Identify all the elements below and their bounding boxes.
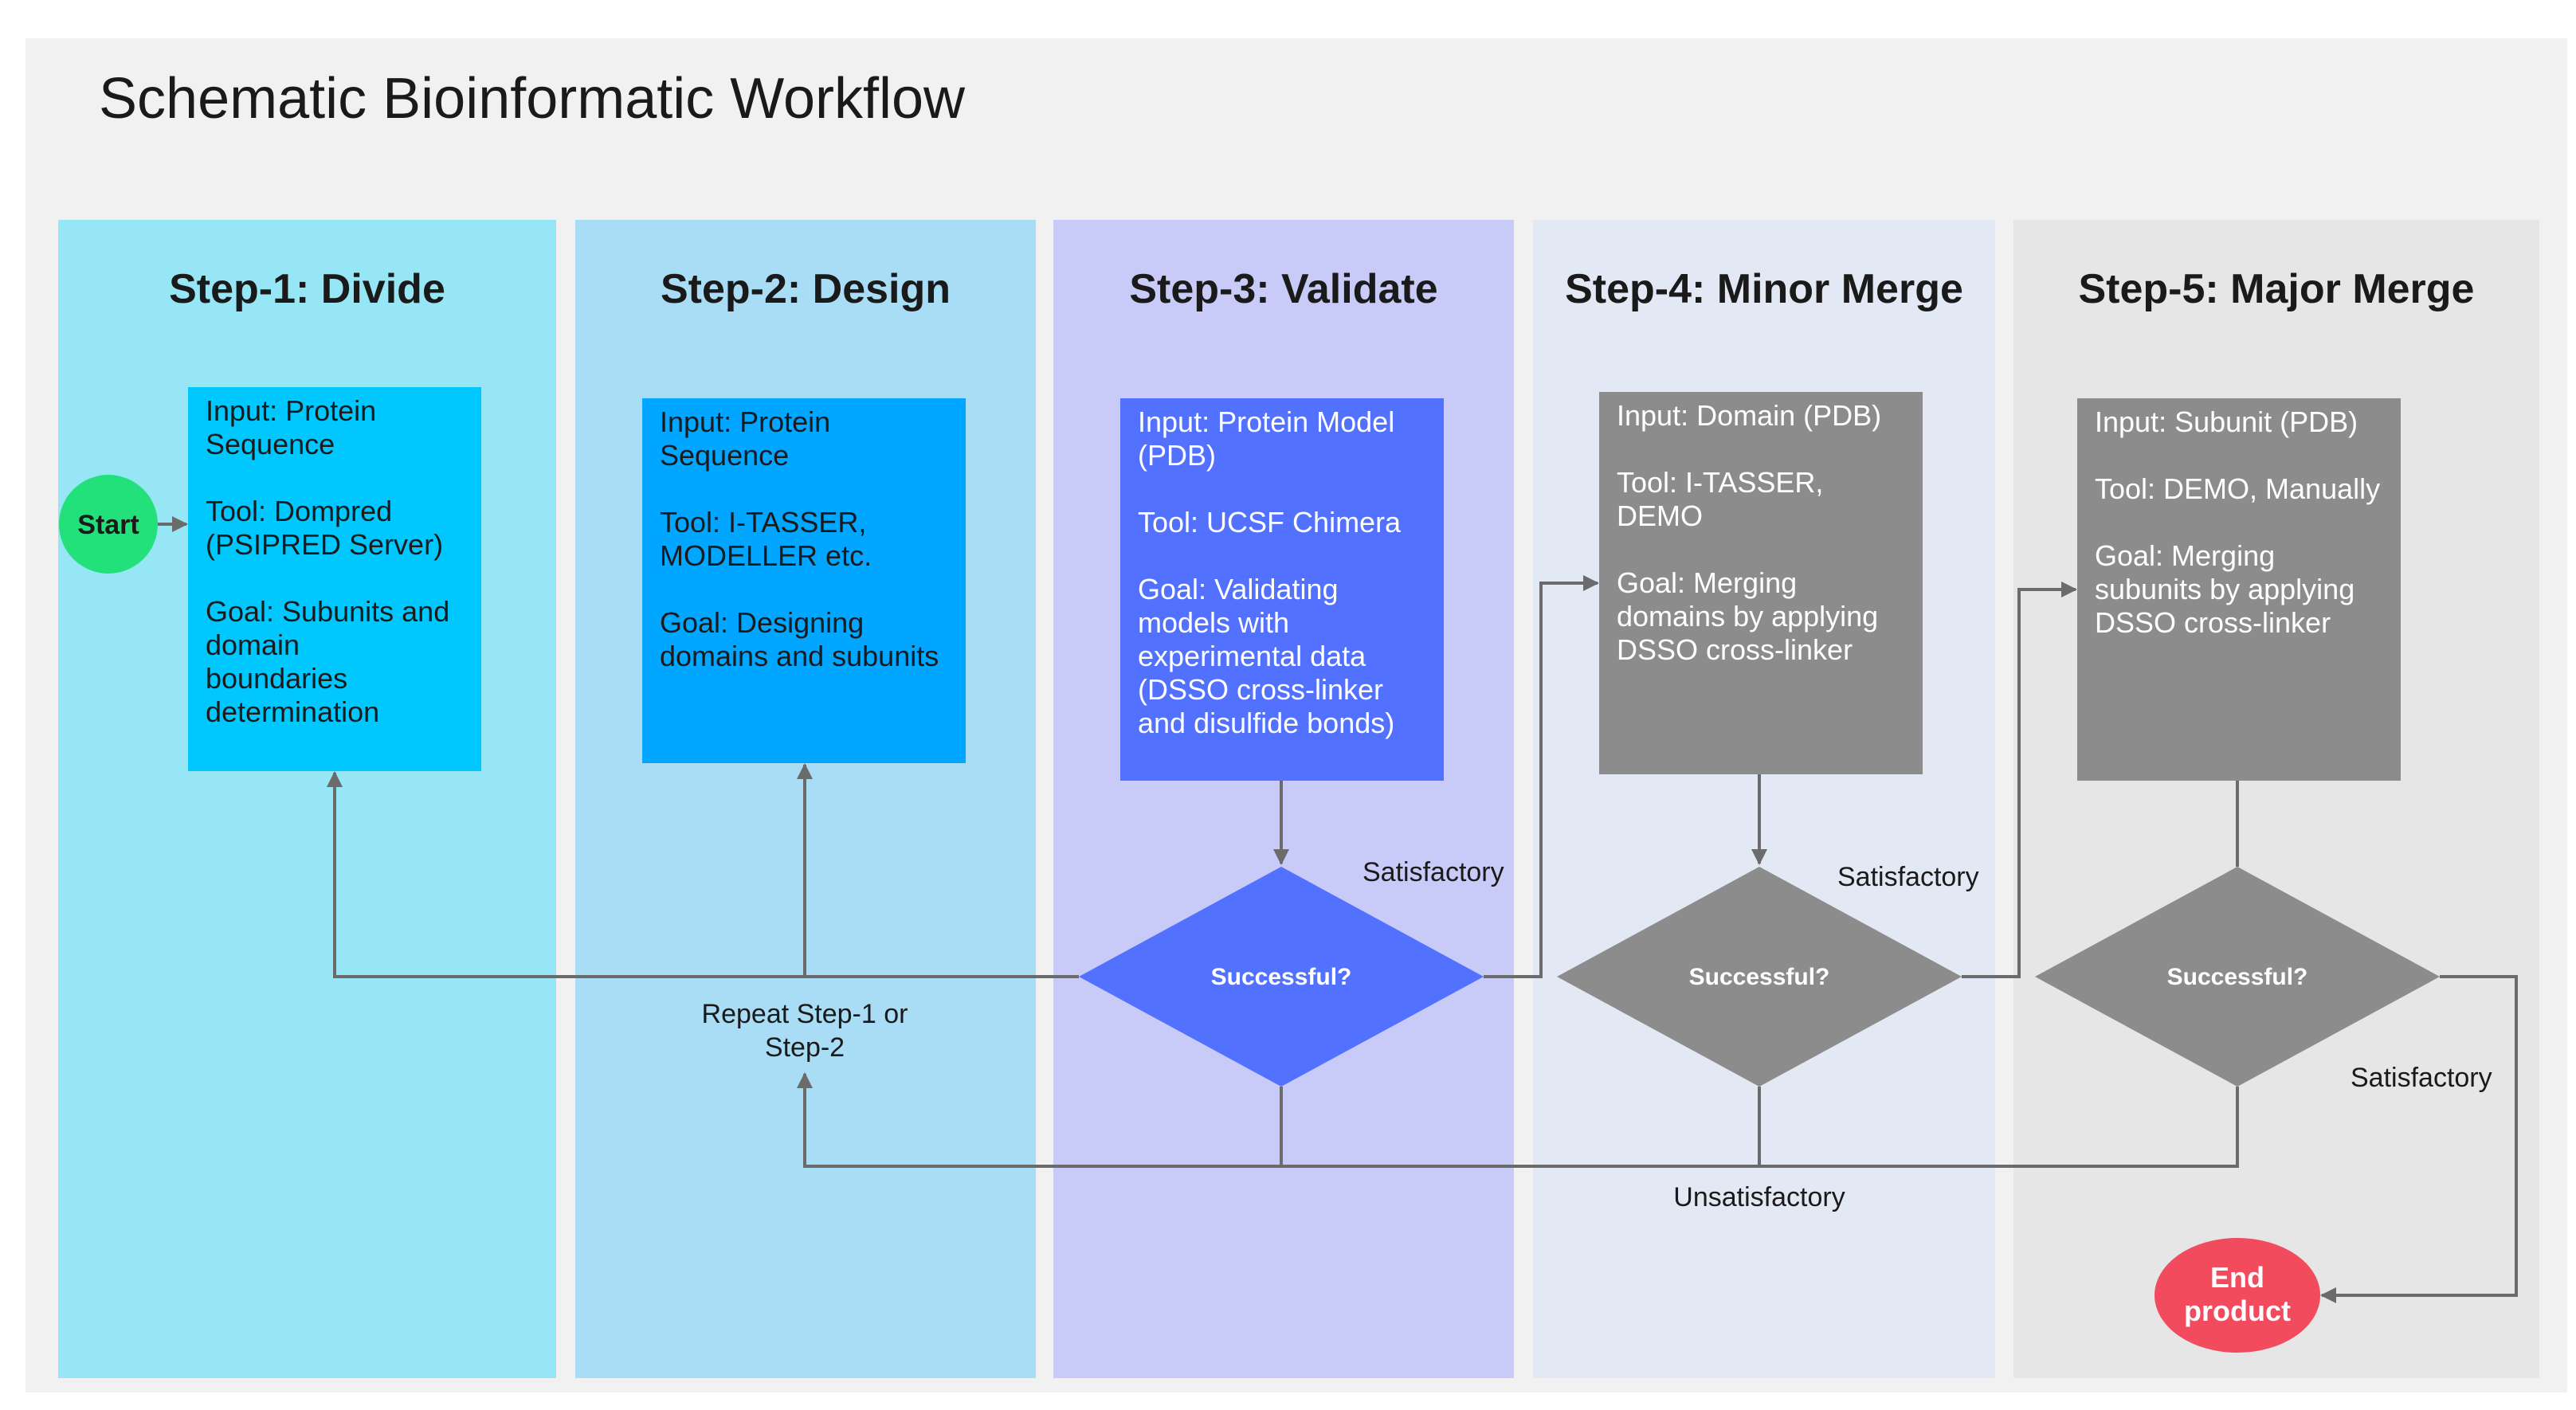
process-box-line: Input: Domain (PDB) bbox=[1617, 399, 1881, 432]
process-box-line: (PDB) bbox=[1138, 439, 1216, 472]
edge-decision1-satisfactory bbox=[1484, 575, 1599, 978]
process-box-line: Goal: Merging bbox=[1617, 566, 1797, 599]
process-box-line: Goal: Merging bbox=[2095, 539, 2275, 572]
process-box-bg bbox=[2077, 398, 2401, 781]
process-box-line: Tool: UCSF Chimera bbox=[1138, 506, 1402, 539]
repeat-label: Step-2 bbox=[765, 1032, 845, 1063]
lane-3 bbox=[1053, 220, 1514, 1378]
process-box-line: Sequence bbox=[660, 439, 789, 472]
process-box-line: Goal: Subunits and bbox=[206, 595, 449, 628]
decision-diamond-2: Successful? bbox=[1557, 867, 1962, 1087]
process-box-bg bbox=[1599, 392, 1923, 774]
lane-title: Step-3: Validate bbox=[1129, 266, 1437, 312]
decision-label: Successful? bbox=[2167, 964, 2308, 990]
process-box-line: and disulfide bonds) bbox=[1138, 707, 1394, 739]
lane-5 bbox=[2013, 220, 2539, 1378]
process-box-line: (DSSO cross-linker bbox=[1138, 673, 1383, 706]
start-circle bbox=[59, 475, 158, 574]
process-box-line: Sequence bbox=[206, 428, 335, 460]
lane-title: Step-4: Minor Merge bbox=[1565, 266, 1963, 312]
process-box-line: domains and subunits bbox=[660, 640, 939, 672]
lane-title: Step-1: Divide bbox=[169, 266, 445, 312]
process-box-line: Tool: DEMO, Manually bbox=[2095, 472, 2380, 505]
unsatisfactory-label: Unsatisfactory bbox=[1673, 1182, 1845, 1212]
repeat-label: Repeat Step-1 or bbox=[702, 999, 908, 1029]
process-box-line: Goal: Designing bbox=[660, 606, 864, 639]
process-box-bg bbox=[1120, 398, 1444, 781]
process-box-line: DSSO cross-linker bbox=[1617, 633, 1853, 666]
end-label: product bbox=[2184, 1294, 2291, 1327]
satisfactory-label: Satisfactory bbox=[1362, 857, 1504, 887]
process-box-line: boundaries bbox=[206, 662, 347, 695]
process-box-line: subunits by applying bbox=[2095, 573, 2354, 605]
process-box-step-4: Input: Domain (PDB) Tool: I-TASSER,DEMO Go… bbox=[1599, 392, 1923, 774]
process-box-bg bbox=[188, 387, 481, 771]
process-box-line: domain bbox=[206, 629, 300, 661]
end-label: End bbox=[2210, 1261, 2264, 1294]
edge-unsatisfactory-to-repeat bbox=[797, 1072, 1283, 1168]
edge-repeat-to-step1 bbox=[327, 771, 1079, 978]
decision-diamond-1: Successful? bbox=[1079, 867, 1484, 1087]
process-box-line: Tool: I-TASSER, bbox=[1617, 466, 1823, 499]
satisfactory-label: Satisfactory bbox=[2351, 1063, 2492, 1093]
decision-diamond-3: Successful? bbox=[2035, 867, 2440, 1087]
end-ellipse bbox=[2155, 1238, 2320, 1353]
process-box-line: (PSIPRED Server) bbox=[206, 528, 443, 561]
process-box-line: determination bbox=[206, 695, 379, 728]
decision-shape bbox=[1079, 867, 1484, 1087]
process-box-bg bbox=[642, 398, 966, 763]
process-box-line: models with bbox=[1138, 606, 1289, 639]
decision-shape bbox=[1557, 867, 1962, 1087]
process-box-line: Tool: Dompred bbox=[206, 495, 392, 527]
process-box-line: MODELLER etc. bbox=[660, 539, 872, 572]
decision-shape bbox=[2035, 867, 2440, 1087]
process-box-step-5: Input: Subunit (PDB) Tool: DEMO, Manually… bbox=[2077, 398, 2401, 781]
decision-label: Successful? bbox=[1689, 964, 1830, 990]
process-box-step-3: Input: Protein Model(PDB) Tool: UCSF Chim… bbox=[1120, 398, 1444, 781]
decision-label: Successful? bbox=[1211, 964, 1352, 990]
start-label: Start bbox=[77, 510, 139, 540]
edge-decision3-unsatisfactory bbox=[1759, 1087, 2239, 1168]
process-box-line: Goal: Validating bbox=[1138, 573, 1339, 605]
diagram-title: Schematic Bioinformatic Workflow bbox=[99, 67, 966, 131]
process-box-line: Input: Protein bbox=[660, 405, 830, 438]
process-box-line: Input: Protein Model bbox=[1138, 405, 1394, 438]
lane-title: Step-5: Major Merge bbox=[2079, 266, 2475, 312]
process-box-line: DEMO bbox=[1617, 499, 1703, 532]
process-box-line: Input: Protein bbox=[206, 394, 376, 427]
process-box-line: Tool: I-TASSER, bbox=[660, 506, 866, 539]
process-box-line: domains by applying bbox=[1617, 600, 1878, 633]
start-node: Start bbox=[59, 475, 158, 574]
edge-decision2-satisfactory bbox=[1962, 582, 2077, 978]
process-box-line: experimental data bbox=[1138, 640, 1366, 672]
lane-title: Step-2: Design bbox=[661, 266, 951, 312]
satisfactory-label: Satisfactory bbox=[1837, 862, 1979, 892]
process-box-line: DSSO cross-linker bbox=[2095, 606, 2331, 639]
process-box-line: Input: Subunit (PDB) bbox=[2095, 405, 2358, 438]
edge-decision3-satisfactory bbox=[2320, 975, 2518, 1303]
